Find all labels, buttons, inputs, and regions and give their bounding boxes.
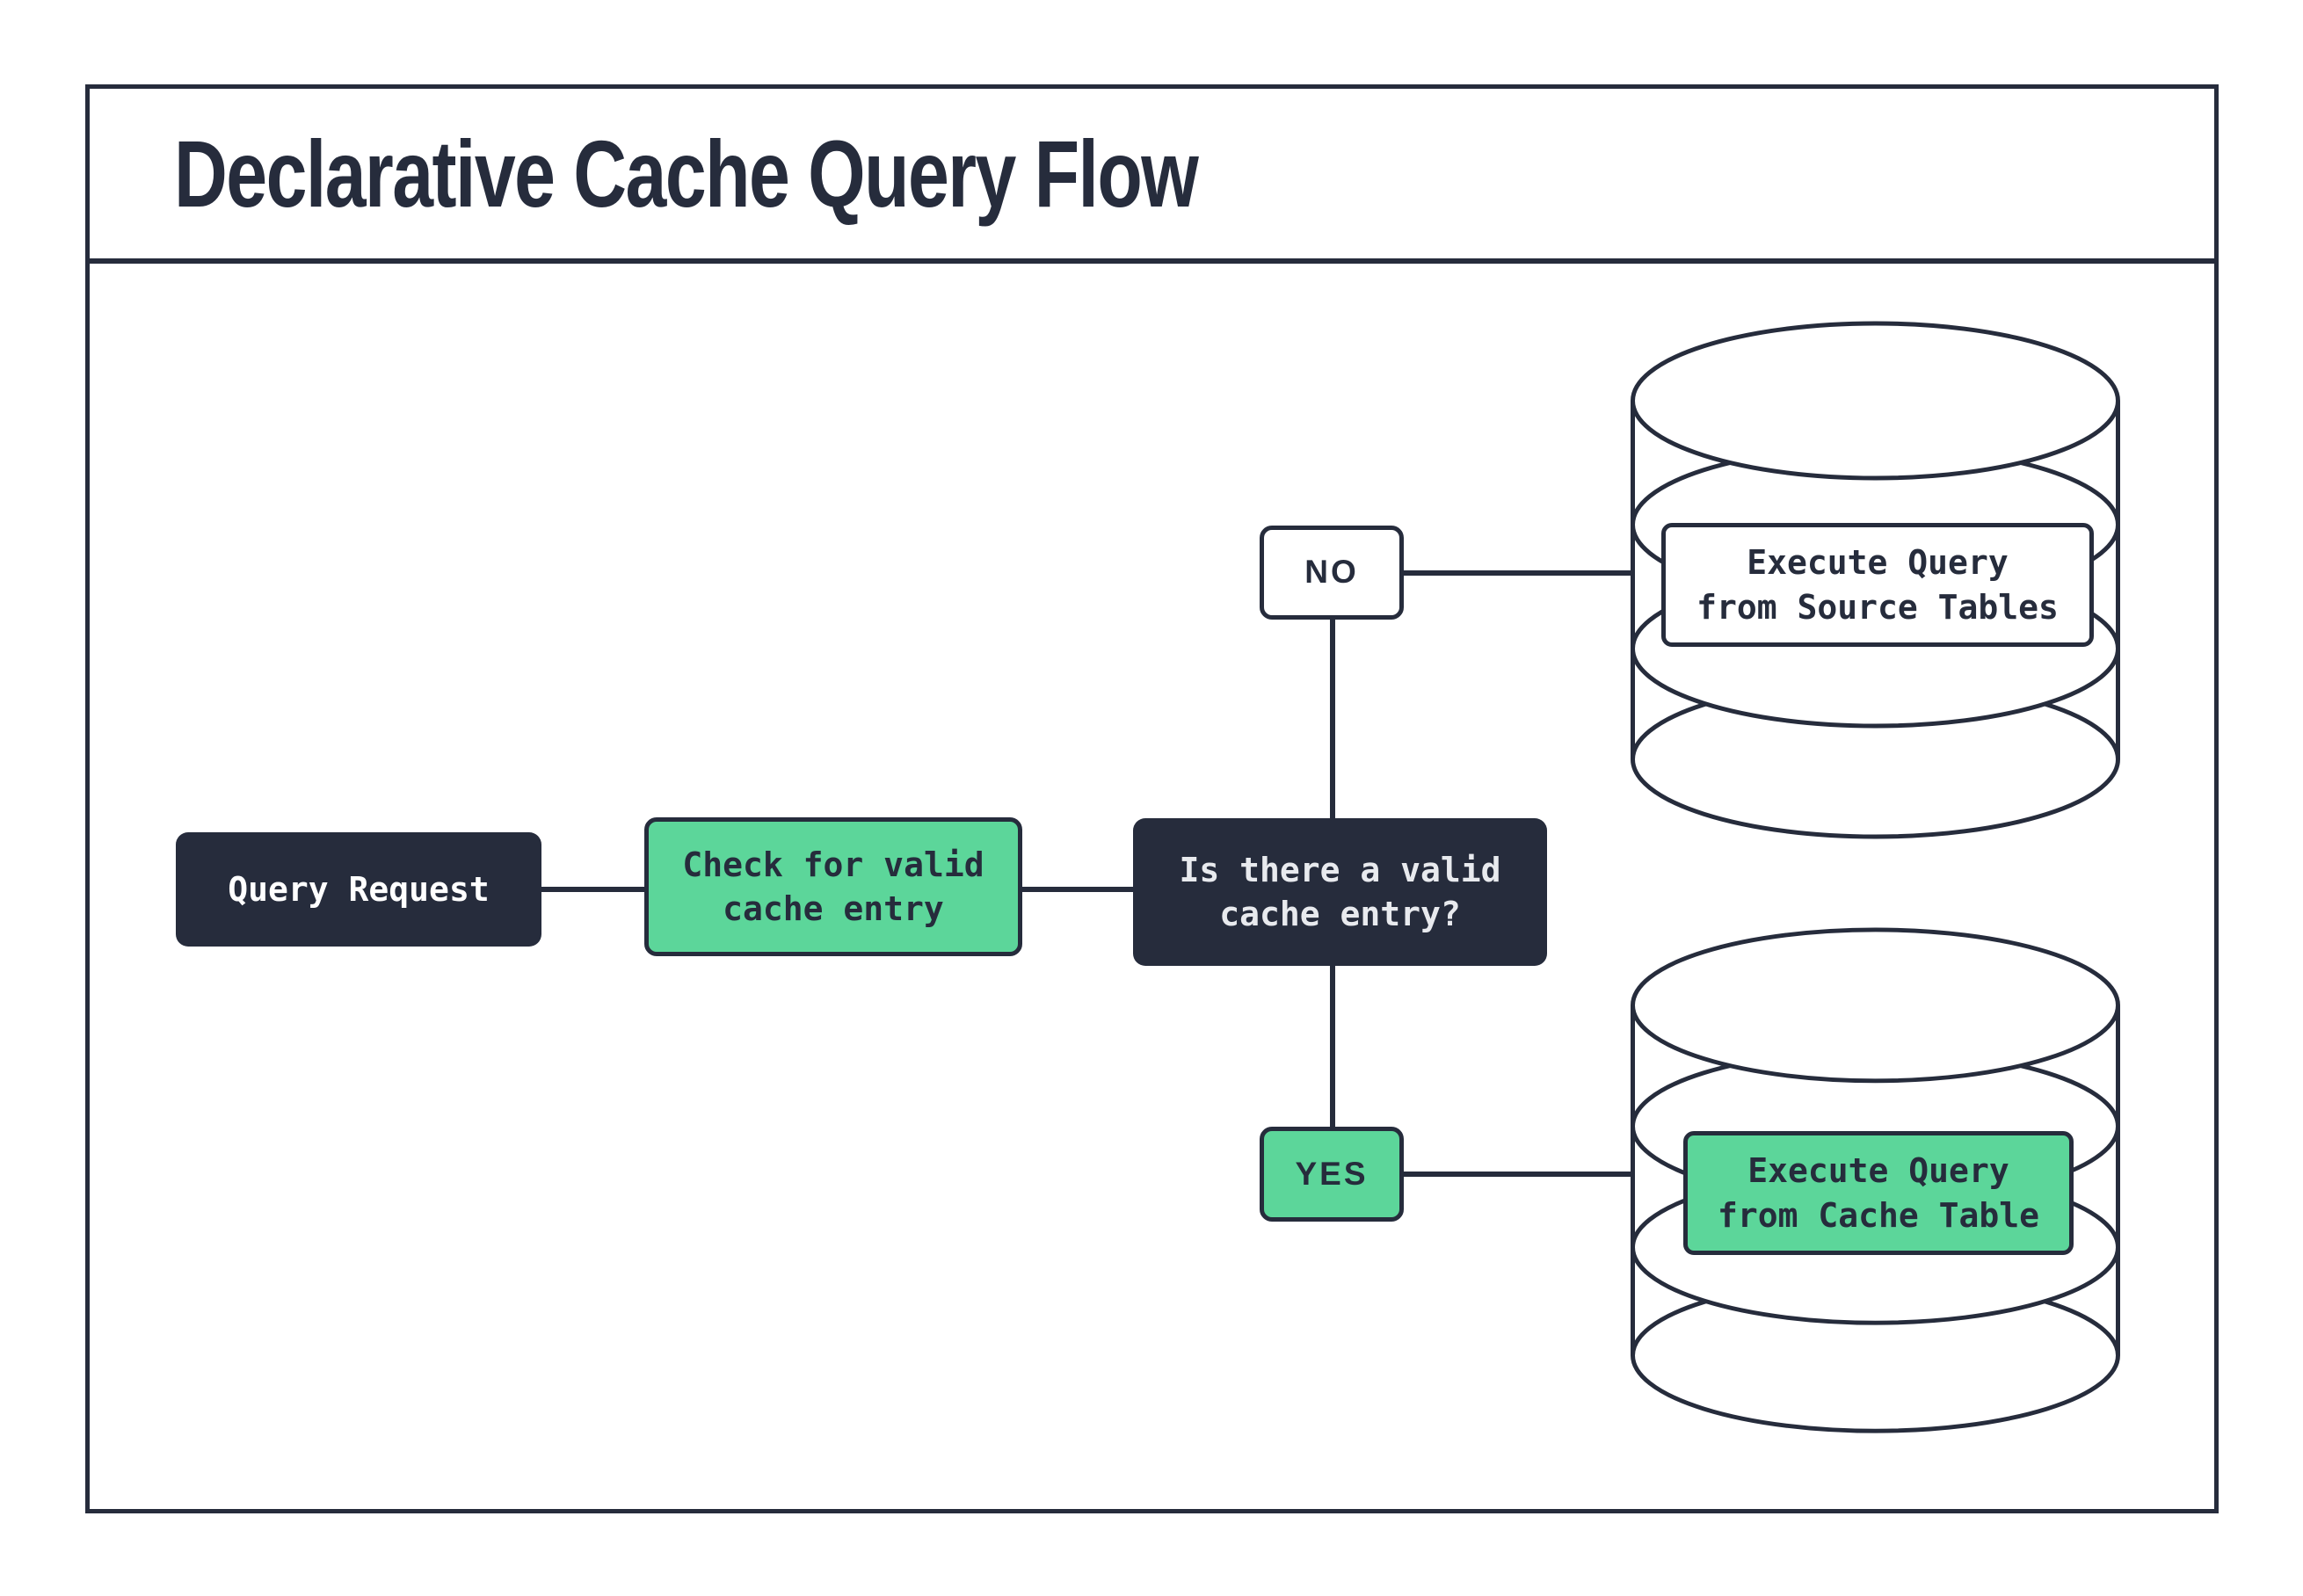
yes-branch-badge: YES <box>1260 1127 1404 1222</box>
execute-cache-line2: from Cache Table <box>1717 1195 2040 1235</box>
execute-source-line1: Execute Query <box>1747 543 2009 583</box>
query-request-label: Query Request <box>228 869 490 909</box>
edge-decision-to-yes <box>1330 964 1335 1128</box>
decision-node: Is there a valid cache entry? <box>1133 818 1547 966</box>
edge-query-to-check <box>540 887 646 892</box>
edge-yes-to-cache-db <box>1402 1172 1632 1177</box>
check-cache-line1: Check for valid <box>682 845 984 884</box>
yes-branch-label: YES <box>1295 1155 1369 1192</box>
check-cache-node: Check for valid cache entry <box>644 817 1022 956</box>
edge-decision-to-no <box>1330 618 1335 820</box>
execute-source-node: Execute Query from Source Tables <box>1661 523 2094 647</box>
check-cache-line2: cache entry <box>723 889 944 928</box>
decision-line1: Is there a valid <box>1179 850 1501 889</box>
no-branch-label: NO <box>1304 554 1359 591</box>
execute-cache-node: Execute Query from Cache Table <box>1683 1131 2074 1255</box>
decision-line2: cache entry? <box>1219 895 1461 933</box>
execute-cache-line1: Execute Query <box>1747 1151 2009 1191</box>
edge-no-to-source-db <box>1402 570 1632 576</box>
query-request-node: Query Request <box>176 832 541 947</box>
edge-check-to-decision <box>1021 887 1135 892</box>
no-branch-badge: NO <box>1260 526 1404 620</box>
diagram-title: Declarative Cache Query Flow <box>174 120 1199 227</box>
execute-source-line2: from Source Tables <box>1696 587 2059 627</box>
title-band: Declarative Cache Query Flow <box>90 89 2214 264</box>
